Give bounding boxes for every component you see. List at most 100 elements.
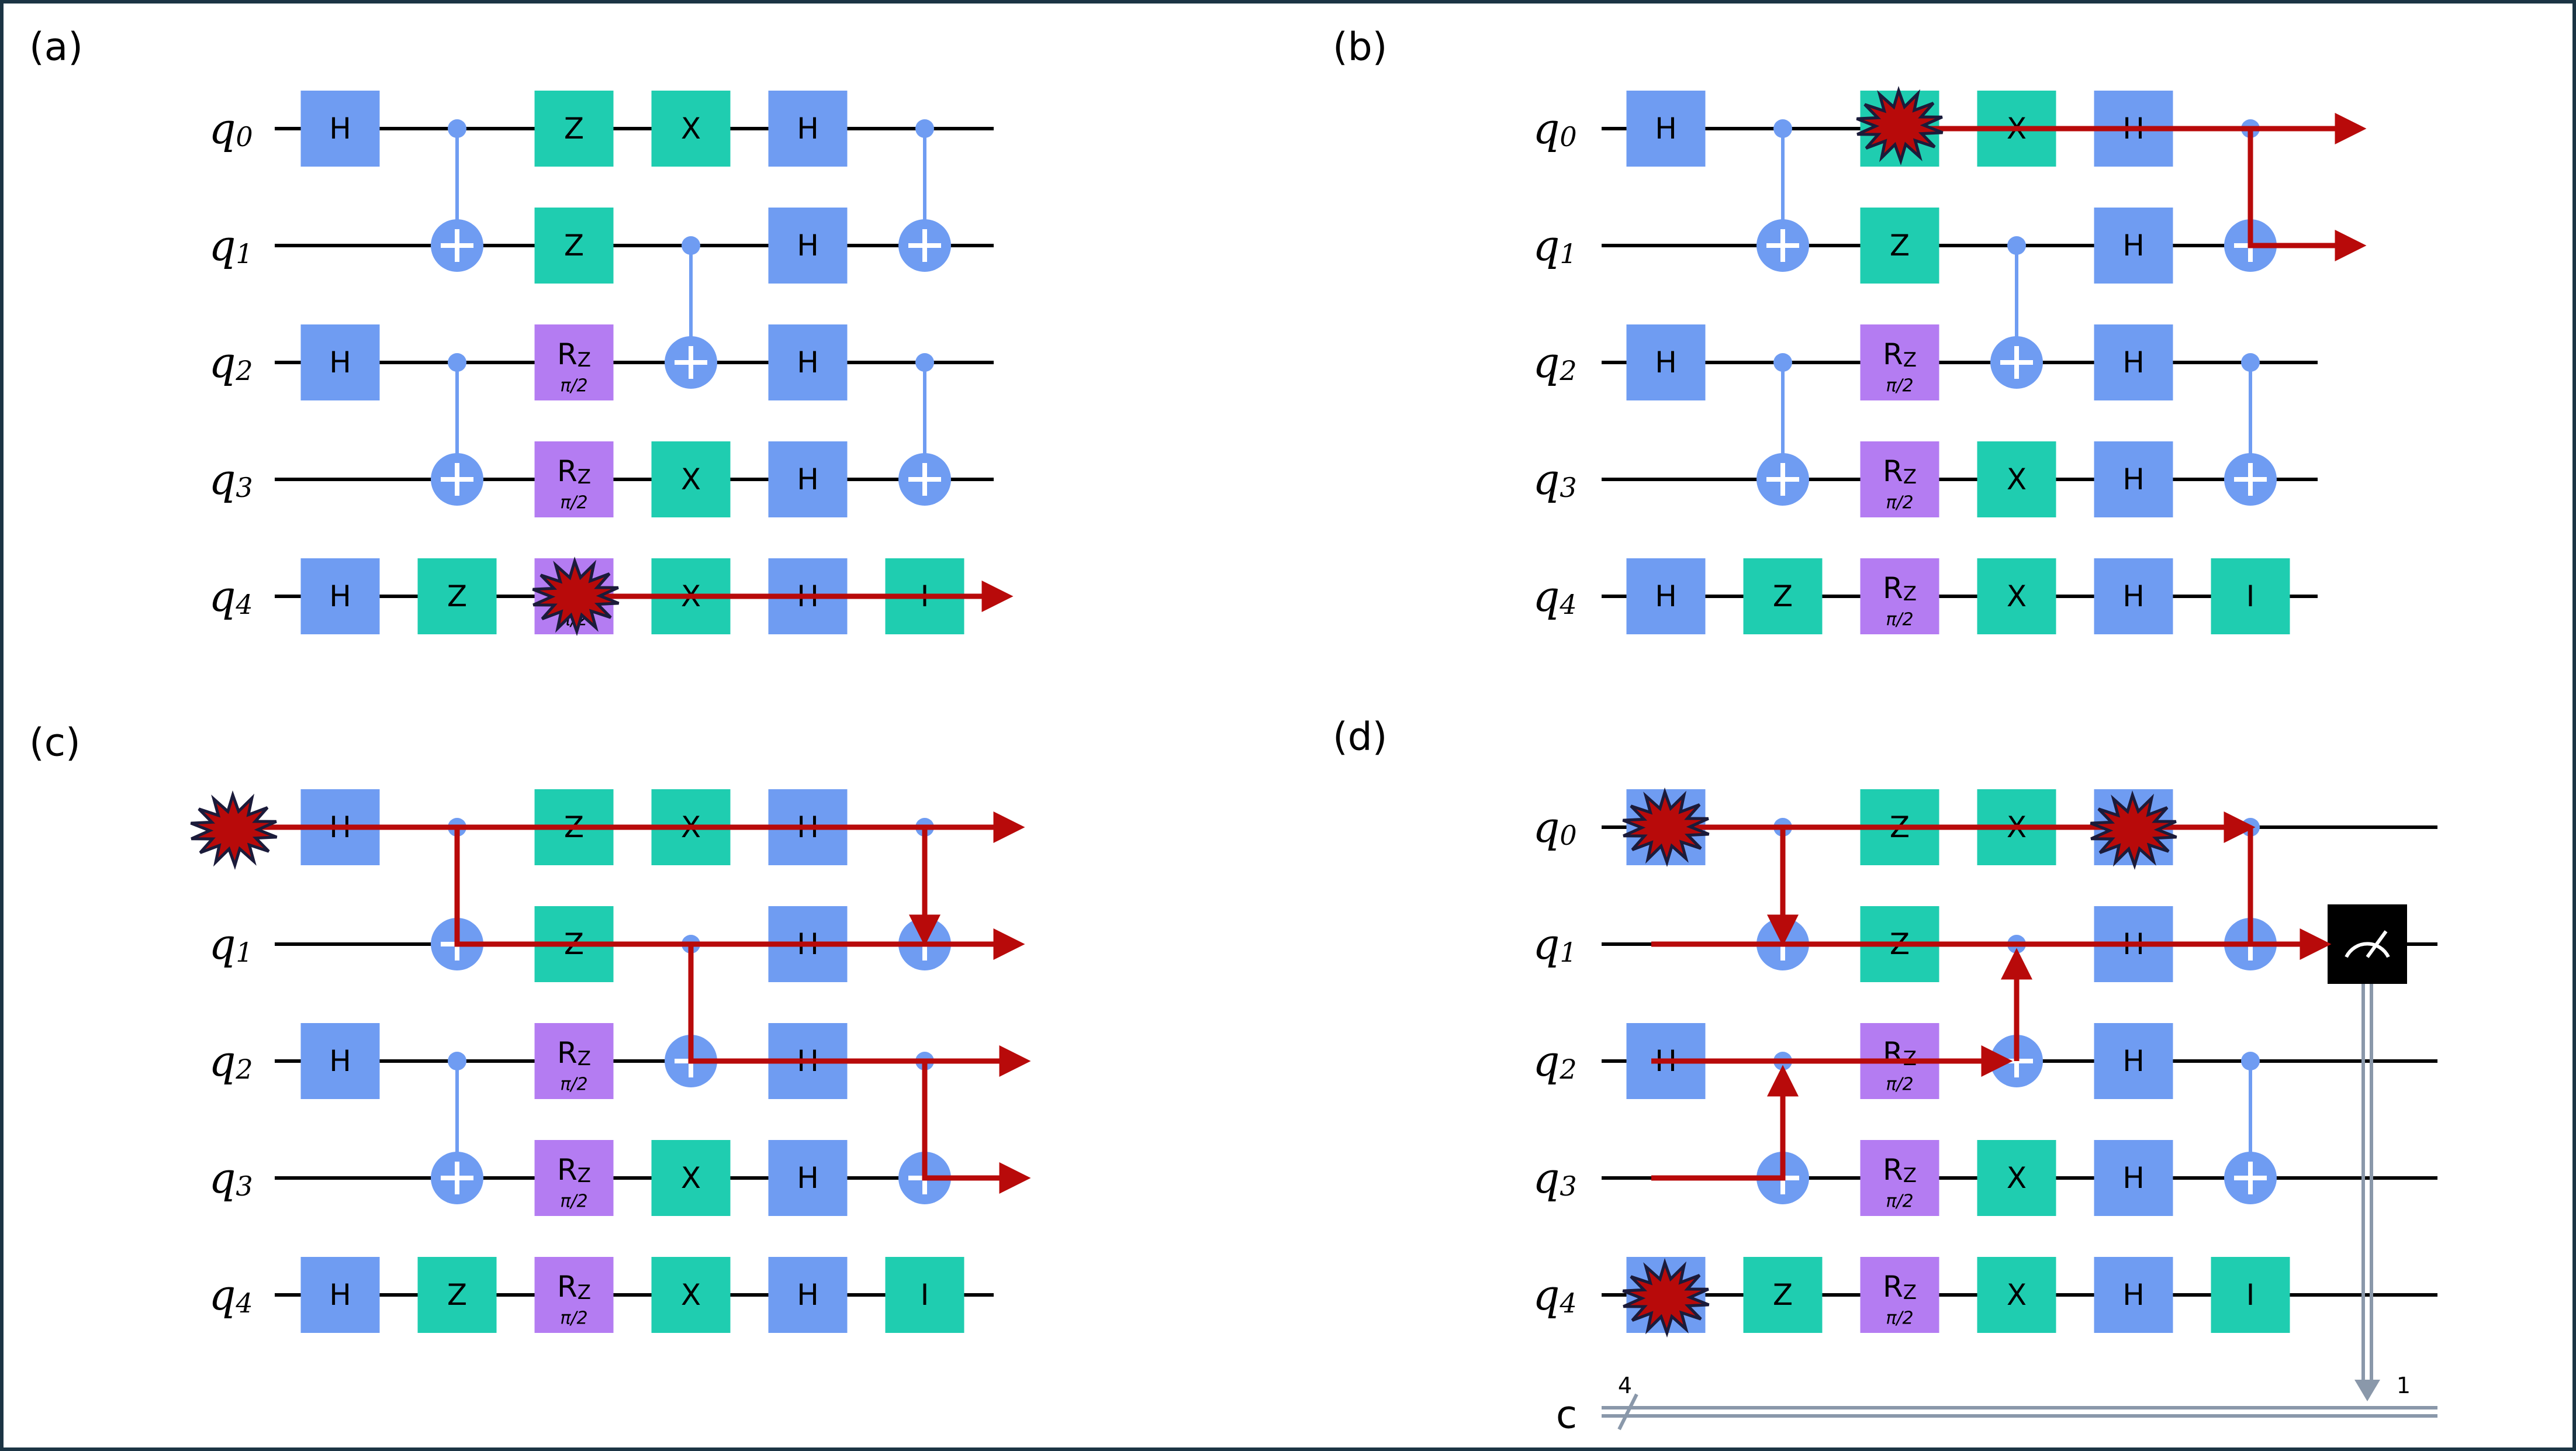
rz-gate xyxy=(534,1023,614,1099)
qubit-index: 4 xyxy=(235,589,253,620)
rz-gate xyxy=(534,441,614,517)
error-burst-icon xyxy=(1856,86,1944,165)
gate-label: I xyxy=(921,1278,929,1312)
control-dot xyxy=(915,353,934,372)
qubit-label: q2 xyxy=(1533,338,1576,387)
pauli-gate xyxy=(651,1257,731,1333)
qubit-label: q1 xyxy=(1533,920,1576,969)
control-dot xyxy=(2241,353,2260,372)
qubit-label: q2 xyxy=(1533,1037,1576,1086)
panel-label: (c) xyxy=(29,720,81,765)
pauli-gate xyxy=(2211,558,2290,634)
control-dot xyxy=(448,119,466,138)
qubit-index: 1 xyxy=(236,937,253,968)
h-gate xyxy=(300,91,380,167)
pauli-gate xyxy=(651,91,731,167)
rz-sub: Z xyxy=(1903,1281,1917,1304)
pauli-gate xyxy=(651,1140,731,1216)
qubit-label: q4 xyxy=(209,1270,253,1319)
rz-sub: Z xyxy=(578,1164,591,1187)
qubit-index: 4 xyxy=(1559,589,1576,620)
h-gate xyxy=(1626,91,1706,167)
gate-label: H xyxy=(797,462,819,496)
circuit-panel-c: (c)q0q1q2q3q4HHHZZZRZπ/2RZπ/2RZπ/2XXXHHH… xyxy=(29,720,994,1333)
gate-label: H xyxy=(1655,579,1677,613)
gate-label: Z xyxy=(447,579,467,613)
gate-label: X xyxy=(2007,1161,2027,1195)
h-gate xyxy=(768,91,848,167)
qubit-index: 0 xyxy=(236,121,253,153)
rz-param: π/2 xyxy=(1886,1191,1913,1212)
rz-sub: Z xyxy=(578,465,591,489)
pauli-gate xyxy=(1743,1257,1823,1333)
qubit-index: 2 xyxy=(1559,1053,1576,1085)
panel-label: (d) xyxy=(1333,714,1387,759)
rz-gate xyxy=(1860,324,1939,400)
panel-label: (b) xyxy=(1333,25,1387,70)
qubit-label: q3 xyxy=(1533,1153,1576,1203)
error-burst-icon xyxy=(1622,1258,1710,1338)
qubit-index: 4 xyxy=(1559,1287,1576,1319)
gate-label: H xyxy=(1655,346,1677,379)
gate-label: Z xyxy=(1890,229,1910,262)
meter-arc xyxy=(2345,942,2390,958)
gate-label: Z xyxy=(447,1278,467,1312)
error-path xyxy=(1651,1065,1799,1181)
qubit-index: 3 xyxy=(1560,472,1576,503)
rz-sub: Z xyxy=(578,1281,591,1304)
control-dot xyxy=(682,236,700,255)
rz-sub: Z xyxy=(578,348,591,372)
classical-label: c xyxy=(1556,1393,1577,1438)
qubit-label: q4 xyxy=(1533,572,1576,621)
gate-label: H xyxy=(797,229,819,262)
gate-label: H xyxy=(2122,1044,2145,1078)
gate-label: X xyxy=(2007,462,2027,496)
rz-param: π/2 xyxy=(1886,1308,1913,1329)
h-gate xyxy=(768,1257,848,1333)
gate-label: H xyxy=(329,1278,351,1312)
circuit-panel-b: (b)q0q1q2q3q4HHHZZZRZπ/2RZπ/2RZπ/2XXXHHH… xyxy=(1333,25,2318,634)
qubit-index: 1 xyxy=(1560,238,1576,270)
rz-gate xyxy=(534,1140,614,1216)
control-dot xyxy=(2241,1052,2260,1070)
rz-gate-label: RZ xyxy=(1883,337,1917,372)
rz-gate xyxy=(1860,558,1939,634)
error-burst-icon xyxy=(532,557,620,636)
control-dot xyxy=(1773,119,1792,138)
rz-gate-label: RZ xyxy=(1883,1153,1917,1187)
gate-label: H xyxy=(329,346,351,379)
pauli-gate xyxy=(651,441,731,517)
control-dot xyxy=(2007,236,2026,255)
h-gate xyxy=(300,1257,380,1333)
qubit-label: q4 xyxy=(1533,1270,1576,1319)
qubit-index: 3 xyxy=(236,472,253,503)
rz-sub: Z xyxy=(578,1047,591,1070)
qubit-index: 1 xyxy=(236,238,253,270)
gate-label: H xyxy=(797,112,819,146)
gate-label: H xyxy=(2122,346,2145,379)
qubit-label: q3 xyxy=(1533,455,1576,504)
h-gate xyxy=(768,441,848,517)
gate-label: X xyxy=(681,1161,701,1195)
gate-label: Z xyxy=(1773,579,1793,613)
gate-label: H xyxy=(797,1161,819,1195)
gate-label: H xyxy=(797,346,819,379)
h-gate xyxy=(2094,558,2173,634)
classical-slash xyxy=(1617,1393,1638,1431)
gate-label: I xyxy=(2246,1278,2255,1312)
qubit-index: 2 xyxy=(235,355,253,386)
rz-param: π/2 xyxy=(560,1075,587,1095)
control-dot xyxy=(915,119,934,138)
rz-gate xyxy=(1860,441,1939,517)
qubit-label: q0 xyxy=(1533,104,1576,153)
pauli-gate xyxy=(1977,558,2056,634)
gate-label: H xyxy=(329,579,351,613)
qubit-label: q1 xyxy=(1533,221,1576,270)
qubit-index: 3 xyxy=(1560,1170,1576,1202)
rz-param: π/2 xyxy=(560,493,587,513)
h-gate xyxy=(2094,441,2173,517)
gate-label: H xyxy=(797,1278,819,1312)
meter-needle xyxy=(2366,930,2388,958)
pauli-gate xyxy=(1977,441,2056,517)
pauli-gate xyxy=(534,208,614,284)
